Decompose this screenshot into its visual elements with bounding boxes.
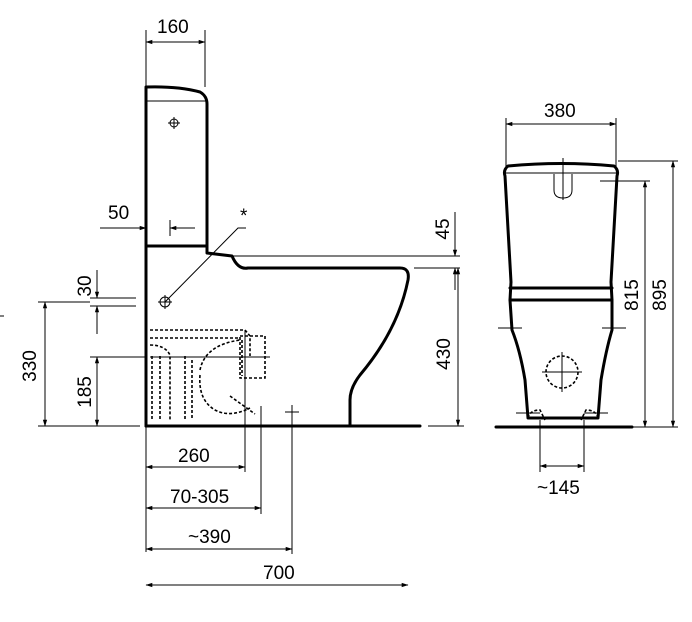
front-foot-left — [527, 409, 546, 421]
side-flush-button-icon — [168, 117, 180, 129]
side-dim-total-inlet-height: 330 — [20, 350, 41, 382]
side-marker-leader — [164, 227, 246, 303]
side-dim-total-length: 700 — [263, 563, 295, 584]
side-dim-cistern-top-gap: 45 — [433, 218, 454, 239]
front-outlet-icon — [542, 352, 582, 392]
side-dim-outlet-range: 70-305 — [170, 487, 229, 508]
front-foot-right — [580, 409, 599, 421]
side-marker-label: * — [240, 206, 248, 227]
front-dim-foot-spacing: ~145 — [537, 478, 580, 499]
side-dim-outlet-390: ~390 — [188, 527, 231, 548]
side-dim-inlet-height: 30 — [75, 275, 96, 296]
front-bowl — [508, 298, 614, 420]
side-dim-inlet-offset: 50 — [108, 203, 129, 224]
side-dim-outlet-260: 260 — [178, 446, 210, 467]
front-dim-height-815: 815 — [622, 279, 643, 311]
front-view: 380 815 895 ~145 — [494, 101, 678, 499]
side-floor-fixing-icon — [285, 405, 299, 419]
side-view: * 50 — [0, 17, 464, 588]
side-cistern — [144, 85, 209, 248]
front-dim-width: 380 — [544, 101, 576, 122]
side-dim-seat-height: 430 — [434, 338, 455, 370]
side-bowl — [205, 244, 410, 428]
front-dim-height-895: 895 — [650, 279, 671, 311]
side-dim-cistern-depth: 160 — [157, 17, 189, 38]
side-outlet-pipes-dashed — [149, 329, 266, 420]
front-cistern — [502, 162, 620, 302]
side-dim-outlet-height: 185 — [75, 376, 96, 408]
